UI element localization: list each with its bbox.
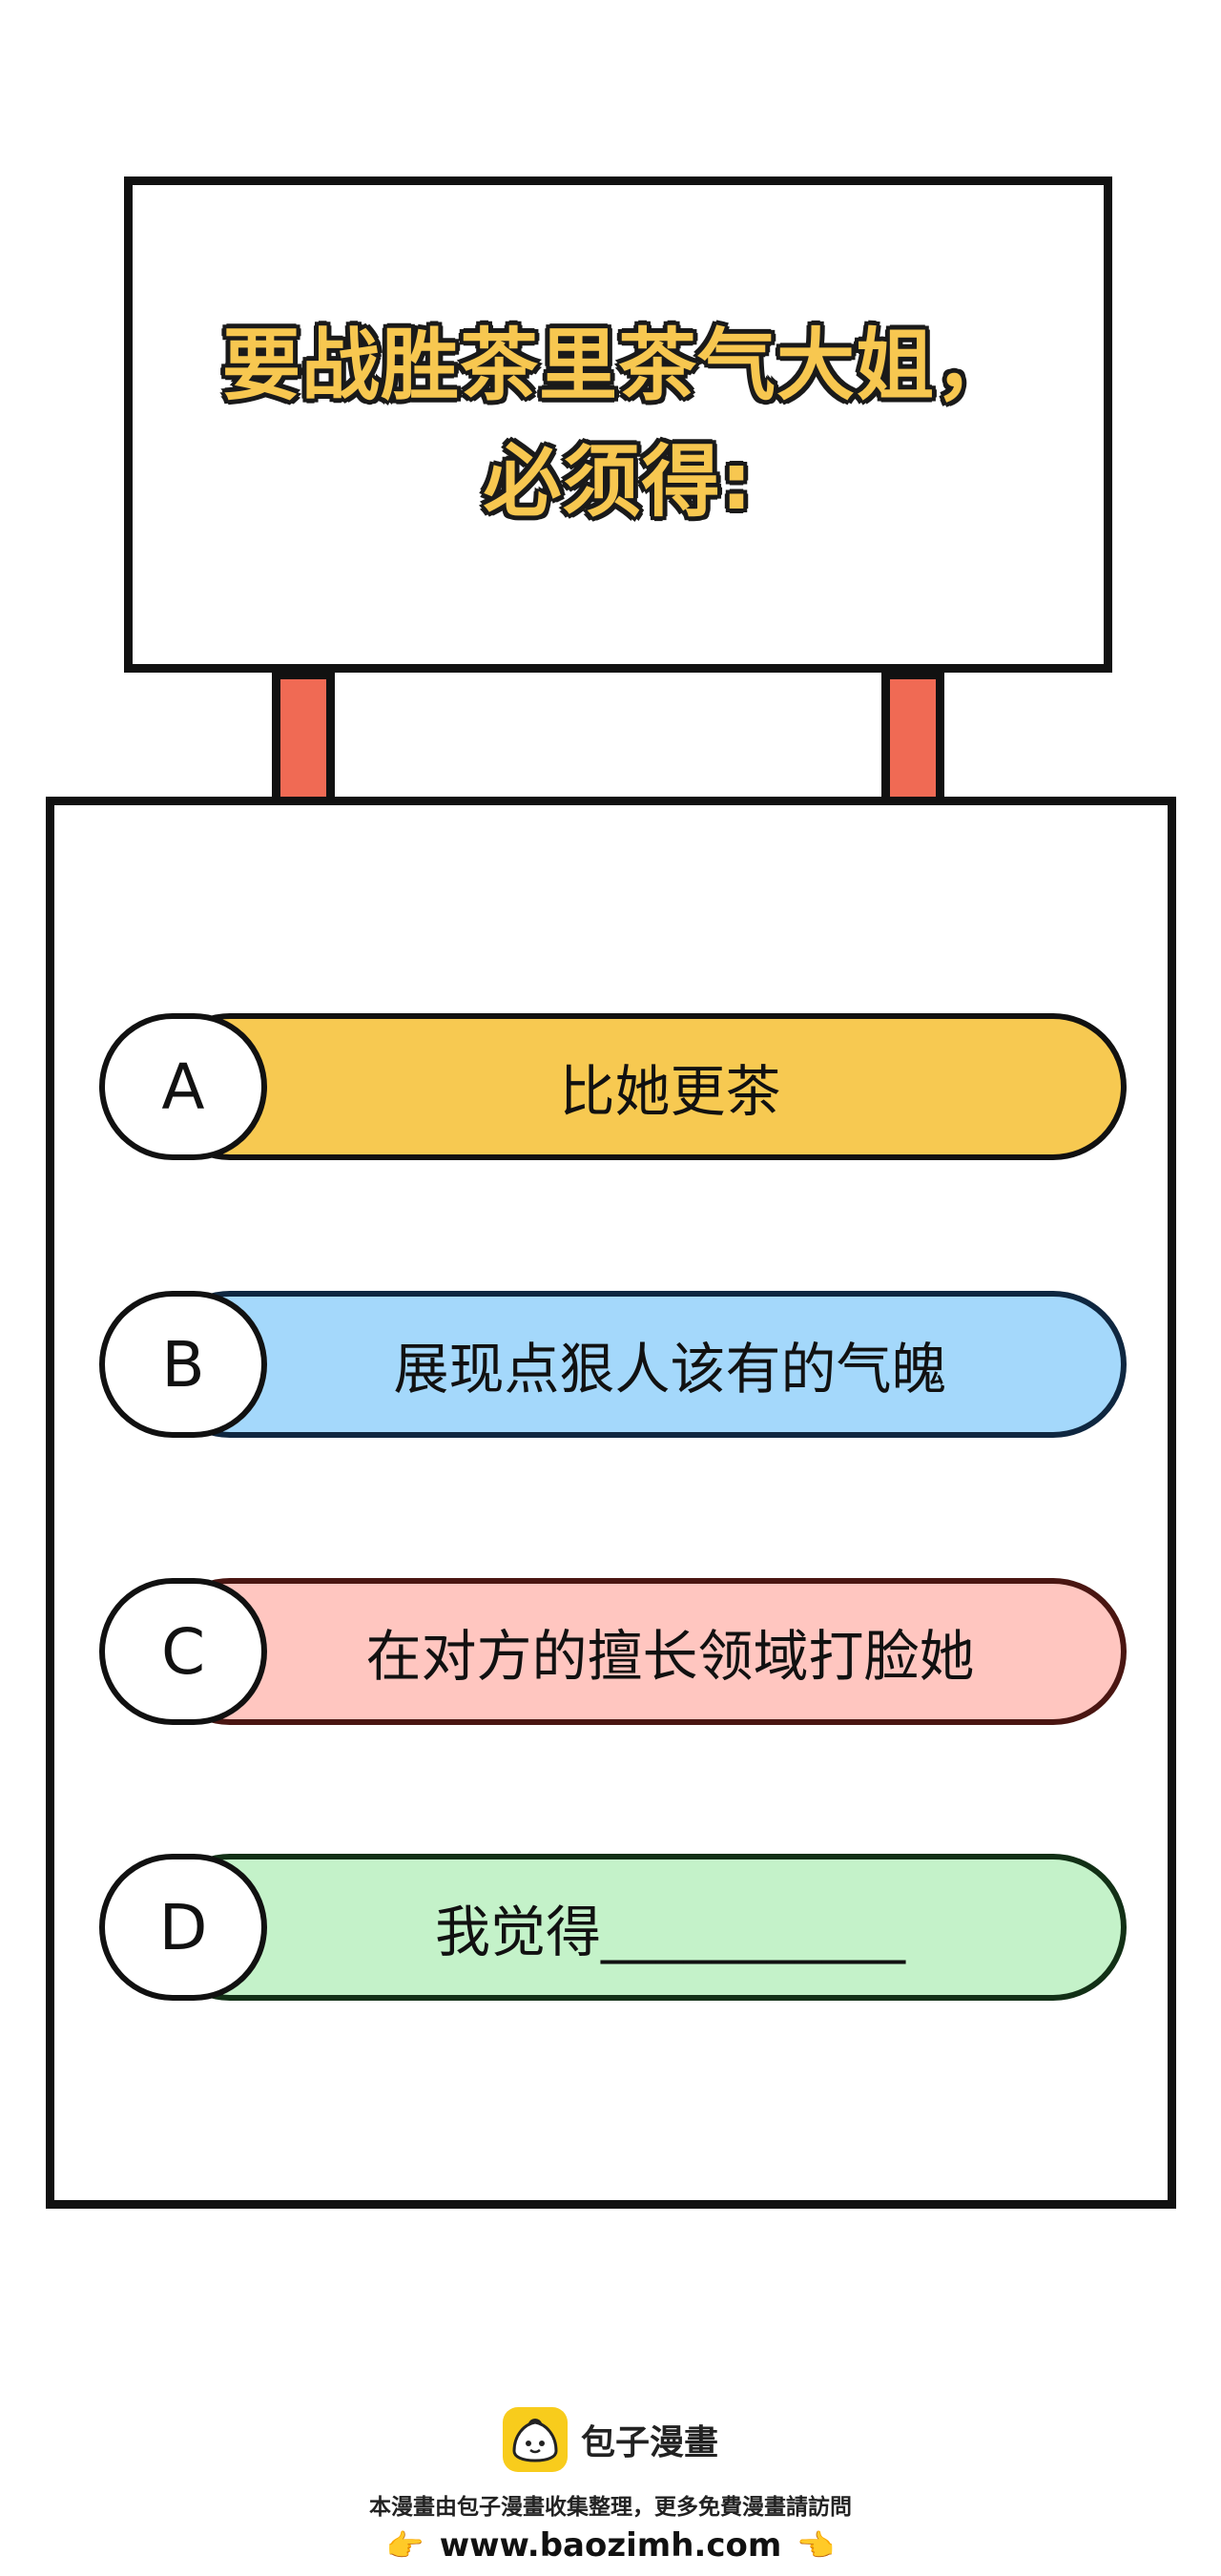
option-b[interactable]: 展现点狠人该有的气魄 B xyxy=(99,1291,1127,1438)
option-c-text: 在对方的擅长领域打脸她 xyxy=(365,1624,975,1689)
logo-text: 包子漫畫 xyxy=(580,2423,718,2462)
footer-watermark: 包子漫畫 本漫畫由包子漫畫收集整理，更多免費漫畫請訪問 👉 www.baozim… xyxy=(0,2404,1221,2565)
option-b-text: 展现点狠人该有的气魄 xyxy=(393,1337,947,1402)
option-c-pill[interactable]: 在对方的擅长领域打脸她 xyxy=(156,1578,1127,1725)
option-a[interactable]: 比她更茶 A xyxy=(99,1013,1127,1160)
option-d-letter: D xyxy=(99,1854,267,2001)
option-a-text: 比她更茶 xyxy=(559,1059,781,1124)
baozi-logo-icon xyxy=(502,2407,568,2472)
option-b-letter: B xyxy=(99,1291,267,1438)
option-a-letter: A xyxy=(99,1013,267,1160)
footer-url-link[interactable]: www.baozimh.com xyxy=(439,2526,782,2565)
option-d-pill[interactable]: 我觉得___________ xyxy=(156,1854,1127,2001)
question-line-2: 必须得: xyxy=(482,436,754,530)
footer-note: 本漫畫由包子漫畫收集整理，更多免費漫畫請訪問 xyxy=(369,2495,852,2520)
option-d-text: 我觉得___________ xyxy=(434,1900,905,1964)
option-a-pill[interactable]: 比她更茶 xyxy=(156,1013,1127,1160)
option-c[interactable]: 在对方的擅长领域打脸她 C xyxy=(99,1578,1127,1725)
sign-post-right xyxy=(881,671,944,804)
footer-logo-row[interactable]: 包子漫畫 xyxy=(0,2404,1221,2475)
option-d[interactable]: 我觉得___________ D xyxy=(99,1854,1127,2001)
sign-post-left xyxy=(272,671,335,804)
option-b-pill[interactable]: 展现点狠人该有的气魄 xyxy=(156,1291,1127,1438)
question-board: 要战胜茶里茶气大姐， 必须得: xyxy=(124,177,1112,673)
question-title: 要战胜茶里茶气大姐， 必须得: xyxy=(220,308,1014,541)
option-c-letter: C xyxy=(99,1578,267,1725)
footer-url-row: 👉 www.baozimh.com 👈 xyxy=(0,2526,1221,2565)
question-line-1: 要战胜茶里茶气大姐， xyxy=(220,320,1014,413)
pointing-left-hand-icon: 👈 xyxy=(797,2527,836,2564)
pointing-right-hand-icon: 👉 xyxy=(385,2527,424,2564)
